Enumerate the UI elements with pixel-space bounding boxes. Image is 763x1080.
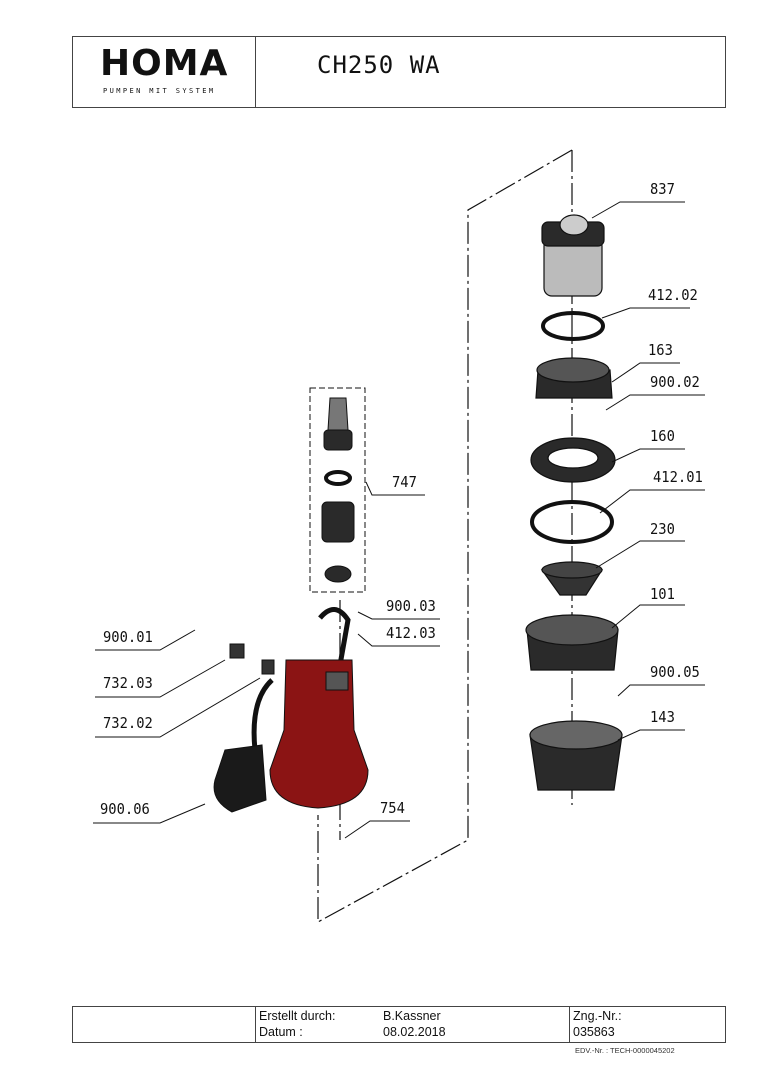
part-label-837: 837: [650, 180, 675, 198]
part-label-163: 163: [648, 341, 673, 359]
logo-tagline: PUMPEN MIT SYSTEM: [103, 87, 216, 95]
part-label-412-02: 412.02: [648, 286, 698, 304]
date-label: Datum :: [259, 1025, 303, 1039]
part-label-900-01: 900.01: [103, 628, 153, 646]
assembly-axis-lines: [317, 149, 573, 924]
part-label-900-05: 900.05: [650, 663, 700, 681]
drawing-title: CH250 WA: [317, 51, 441, 79]
accessory-group-box: [309, 387, 366, 593]
created-by-label: Erstellt durch:: [259, 1009, 336, 1023]
part-label-732-02: 732.02: [103, 714, 153, 732]
title-block-footer: Erstellt durch: B.Kassner Datum : 08.02.…: [72, 1006, 726, 1043]
part-label-900-02: 900.02: [650, 373, 700, 391]
accessory-parts: [321, 397, 355, 583]
part-label-747: 747: [392, 473, 417, 491]
part-label-900-06: 900.06: [100, 800, 150, 818]
part-label-412-01: 412.01: [653, 468, 703, 486]
edv-number: EDV.-Nr. : TECH-0000045202: [575, 1046, 675, 1055]
date-value: 08.02.2018: [383, 1025, 446, 1039]
logo-text: HOMA: [100, 43, 229, 84]
drawing-number-value: 035863: [573, 1025, 615, 1039]
part-label-101: 101: [650, 585, 675, 603]
leader-lines: [93, 201, 705, 839]
part-label-732-03: 732.03: [103, 674, 153, 692]
part-label-900-03: 900.03: [386, 597, 436, 615]
homa-logo: HOMA PUMPEN MIT SYSTEM: [73, 37, 256, 107]
pump-body: [213, 607, 369, 813]
parts-right: [525, 214, 623, 791]
part-label-754: 754: [380, 799, 405, 817]
part-label-412-03: 412.03: [386, 624, 436, 642]
created-by-value: B.Kassner: [383, 1009, 441, 1023]
part-label-230: 230: [650, 520, 675, 538]
part-label-143: 143: [650, 708, 675, 726]
title-block-header: HOMA PUMPEN MIT SYSTEM CH250 WA: [72, 36, 726, 108]
drawing-number-label: Zng.-Nr.:: [573, 1009, 622, 1023]
part-label-160: 160: [650, 427, 675, 445]
